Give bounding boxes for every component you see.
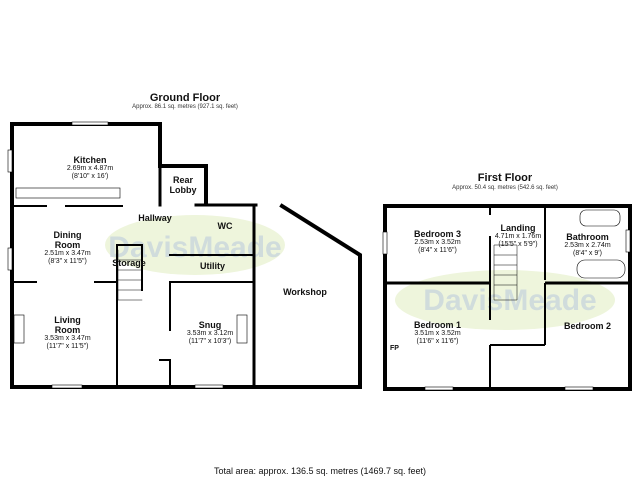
fireplace-label: FP xyxy=(390,345,399,352)
room-living-room: Living Room 3.53m x 3.47m (11'7" x 11'5"… xyxy=(44,315,91,350)
room-storage: Storage xyxy=(112,258,146,268)
room-snug: Snug 3.53m x 3.12m (11'7" x 10'3") xyxy=(186,320,234,345)
room-hallway: Hallway xyxy=(138,213,172,223)
watermark-first: DavisMeade xyxy=(423,284,596,317)
room-bedroom-1: Bedroom 1 3.51m x 3.52m (11'6" x 11'6") xyxy=(413,320,461,345)
total-area: Total area: approx. 136.5 sq. metres (14… xyxy=(213,466,427,476)
room-workshop: Workshop xyxy=(283,287,327,297)
room-wc: WC xyxy=(217,221,233,231)
ground-floor-walls xyxy=(7,121,362,389)
room-bedroom-2: Bedroom 2 xyxy=(563,321,611,331)
first-floor-title: First Floor xyxy=(477,172,533,184)
ground-floor-area: Approx. 86.1 sq. metres (927.1 sq. feet) xyxy=(132,104,238,110)
ground-floor-title: Ground Floor xyxy=(149,92,221,104)
room-kitchen: Kitchen 2.69m x 4.87m (8'10" x 16') xyxy=(66,155,114,180)
first-floor-area: Approx. 50.4 sq. metres (542.6 sq. feet) xyxy=(452,185,558,191)
watermark-oval-ground xyxy=(105,215,285,275)
room-rear-lobby: Rear Lobby xyxy=(169,175,197,195)
room-bathroom: Bathroom 2.53m x 2.74m (8'4" x 9') xyxy=(564,232,611,257)
room-bedroom-3: Bedroom 3 2.53m x 3.52m (8'4" x 11'6") xyxy=(413,229,461,254)
room-landing: Landing 4.71m x 1.76m (15'5" x 5'9") xyxy=(494,223,542,248)
first-floor-walls xyxy=(382,204,632,391)
room-dining-room: Dining Room 2.51m x 3.47m (8'3" x 11'5") xyxy=(44,230,91,265)
room-utility: Utility xyxy=(199,261,225,271)
